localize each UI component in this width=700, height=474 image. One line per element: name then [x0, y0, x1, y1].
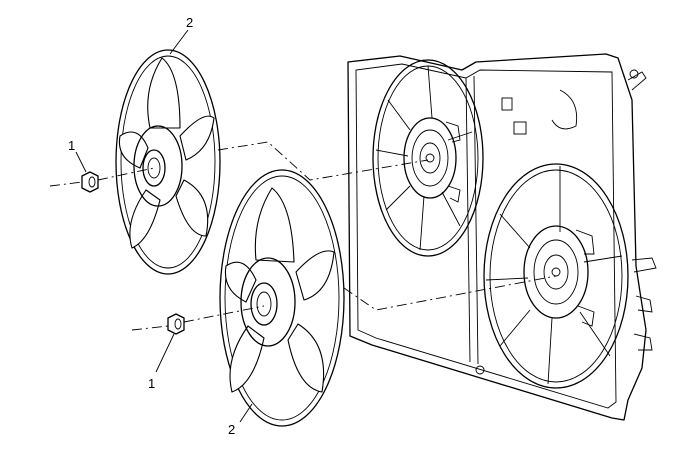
upper-centerline	[49, 141, 429, 187]
callout-fan-upper: 2	[186, 15, 193, 30]
lower-centerline	[131, 275, 557, 331]
lower-nut	[167, 313, 185, 335]
lower-motor-housing	[483, 163, 629, 389]
leader-fan-lower	[239, 403, 253, 423]
leader-fan-upper	[169, 29, 189, 55]
upper-fan-blade	[115, 49, 221, 275]
leader-nut-lower	[155, 333, 175, 373]
fan-shroud	[347, 53, 657, 421]
leader-nut-upper	[75, 151, 87, 173]
callout-nut-lower: 1	[148, 376, 155, 391]
upper-nut	[81, 171, 99, 193]
callout-fan-lower: 2	[228, 422, 235, 437]
callout-nut-upper: 1	[68, 138, 75, 153]
upper-motor-housing	[372, 59, 484, 257]
lower-fan-blade	[219, 169, 345, 427]
